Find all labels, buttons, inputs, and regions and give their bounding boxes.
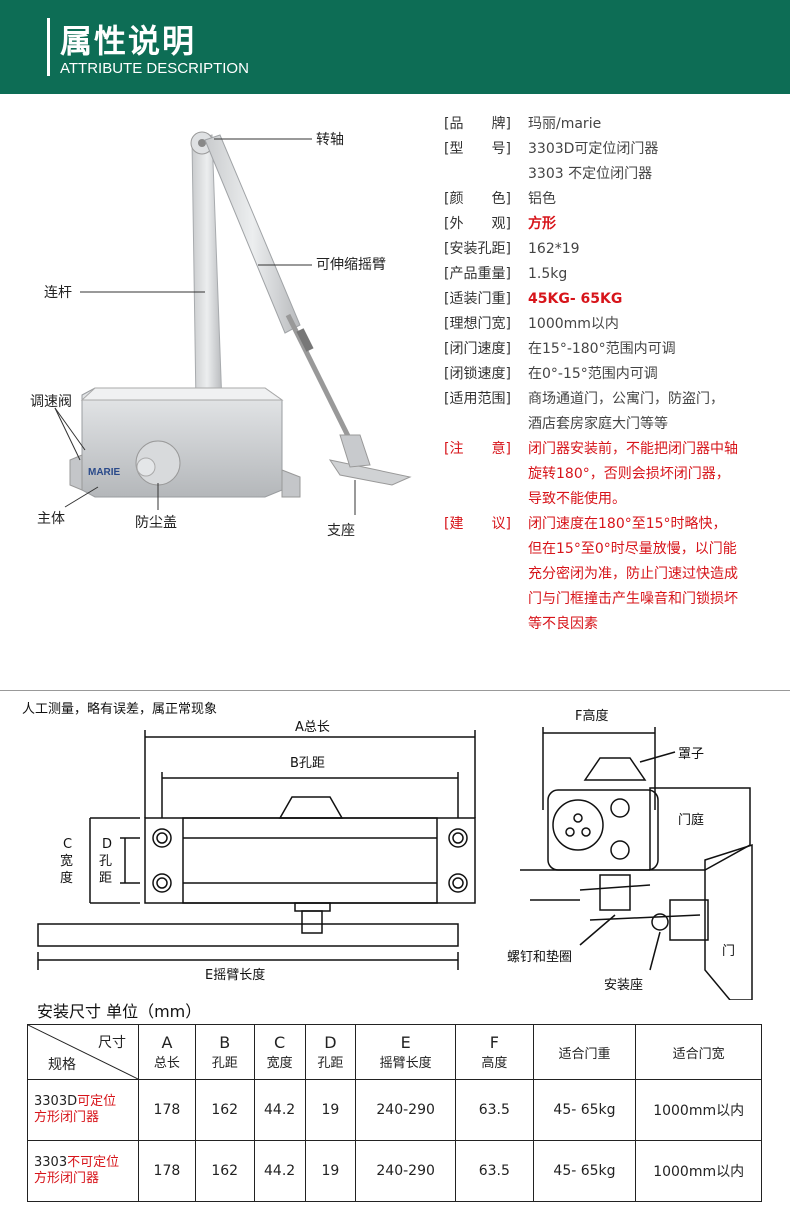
cell-e: 240-290	[355, 1079, 456, 1141]
label-door: 门	[722, 944, 735, 959]
corner-diagonal: 尺寸 规格	[28, 1025, 138, 1079]
spec-row-closing-speed: [闭门速度]在15°-180°范围内可调	[444, 341, 676, 357]
measure-note: 人工测量，略有误差，属正常现象	[22, 702, 218, 717]
door-closer-image: MARIE	[54, 131, 412, 515]
cell-f: 63.5	[454, 1140, 534, 1202]
label-e-arm: E摇臂长度	[205, 967, 265, 983]
cell-d: 19	[304, 1079, 357, 1141]
label-body: 主体	[37, 511, 65, 527]
cell-door-weight: 45- 65kg	[532, 1079, 637, 1141]
label-a-total: A总长	[295, 720, 330, 735]
cell-door-width: 1000mm以内	[635, 1079, 762, 1141]
cell-door-weight: 45- 65kg	[532, 1140, 637, 1202]
spec-row-door-width: [理想门宽]1000mm以内	[444, 316, 619, 332]
label-c-c: C	[63, 837, 72, 852]
spec-row-advice-4: 门与门框撞击产生噪音和门锁损坏	[528, 591, 738, 607]
spec-row-scope: [适用范围]商场通道门，公寓门，防盗门，	[444, 391, 724, 407]
table-corner-cell: 尺寸 规格	[27, 1024, 139, 1080]
spec-row-door-weight: [适装门重]45KG- 65KG	[444, 291, 623, 307]
cell-b: 162	[194, 1140, 255, 1202]
label-c-du: 度	[60, 870, 73, 886]
spec-row-caution: [注 意]闭门器安装前，不能把闭门器中轴	[444, 441, 738, 457]
label-c-kuan: 宽	[60, 853, 73, 869]
cell-a: 178	[138, 1140, 196, 1202]
spec-row-advice-3: 充分密闭为准，防止门速过快造成	[528, 566, 738, 582]
label-arm: 可伸缩摇臂	[316, 257, 386, 273]
label-cover: 罩子	[678, 747, 704, 762]
corner-bottom-label: 规格	[48, 1057, 76, 1073]
page-title: 属性说明	[60, 22, 197, 60]
spec-row-advice: [建 议]闭门速度在180°至15°时略快，	[444, 516, 727, 532]
label-d-d: D	[102, 837, 112, 852]
page-header: 属性说明 ATTRIBUTE DESCRIPTION	[0, 0, 790, 94]
spec-row-model-2: 3303 不定位闭门器	[528, 166, 653, 182]
spec-row-advice-2: 但在15°至0°时尽量放慢，以门能	[528, 541, 737, 557]
dimensions-title: 安装尺寸 单位（mm）	[37, 1002, 202, 1021]
label-b-hole: B孔距	[290, 756, 325, 771]
label-mount: 安装座	[604, 978, 643, 993]
spec-row-caution-3: 导致不能使用。	[528, 491, 626, 507]
cell-d: 19	[304, 1140, 357, 1202]
spec-list: [品 牌]玛丽/marie [型 号]3303D可定位闭门器 3303 不定位闭…	[444, 112, 784, 637]
spec-row-hole-distance: [安装孔距]162*19	[444, 241, 580, 257]
corner-top-label: 尺寸	[98, 1035, 126, 1051]
page-subtitle: ATTRIBUTE DESCRIPTION	[60, 60, 249, 77]
header-accent-bar	[47, 18, 50, 76]
technical-drawing: A总长 B孔距 C 宽 度 D 孔 距 E摇臂长度	[37, 708, 753, 1001]
spec-row-caution-2: 旋转180°，否则会损坏闭门器，	[528, 466, 730, 482]
cell-e: 240-290	[355, 1140, 456, 1202]
label-d-ju: 距	[99, 871, 112, 886]
label-d-kong: 孔	[99, 854, 112, 869]
spec-row-scope-2: 酒店套房家庭大门等等	[528, 416, 668, 432]
spec-row-brand: [品 牌]玛丽/marie	[444, 116, 602, 132]
spec-row-advice-5: 等不良因素	[528, 616, 598, 632]
label-f-height: F高度	[575, 708, 608, 724]
table-row: 3303D可定位方形闭门器 178 162 44.2 19 240-290 63…	[27, 1079, 762, 1141]
cell-door-width: 1000mm以内	[635, 1140, 762, 1202]
cell-f: 63.5	[454, 1079, 534, 1141]
dimension-diagrams: A总长 B孔距 C 宽 度 D 孔 距 E摇臂长度	[0, 700, 790, 1001]
spec-row-color: [颜 色]铝色	[444, 191, 556, 207]
spec-row-model: [型 号]3303D可定位闭门器	[444, 141, 659, 157]
label-bracket: 支座	[327, 523, 355, 539]
label-screw: 螺钉和垫圈	[507, 949, 572, 965]
brand-logo: MARIE	[88, 467, 121, 478]
spec-row-weight: [产品重量]1.5kg	[444, 266, 568, 282]
section-divider	[0, 690, 790, 691]
product-illustration: MARIE 转轴 可伸缩摇臂 连杆 调速阀 主体 防尘盖 支座	[0, 105, 440, 545]
label-cap: 防尘盖	[135, 515, 177, 531]
cell-b: 162	[194, 1079, 255, 1141]
model-cell: 3303不可定位方形闭门器	[27, 1140, 139, 1202]
cell-a: 178	[138, 1079, 196, 1141]
model-cell: 3303D可定位方形闭门器	[27, 1079, 139, 1141]
cell-c: 44.2	[253, 1140, 306, 1202]
cell-c: 44.2	[253, 1079, 306, 1141]
spec-row-appearance: [外 观]方形	[444, 216, 556, 232]
label-pivot: 转轴	[316, 132, 344, 148]
label-rod: 连杆	[44, 285, 72, 301]
label-valve: 调速阀	[30, 394, 72, 410]
header-door-width: 适合门宽	[635, 1024, 762, 1080]
label-door-frame: 门庭	[678, 812, 704, 828]
spec-row-latch-speed: [闭锁速度]在0°-15°范围内可调	[444, 366, 658, 382]
table-row: 3303不可定位方形闭门器 178 162 44.2 19 240-290 63…	[27, 1140, 762, 1202]
header-door-weight: 适合门重	[532, 1024, 637, 1080]
